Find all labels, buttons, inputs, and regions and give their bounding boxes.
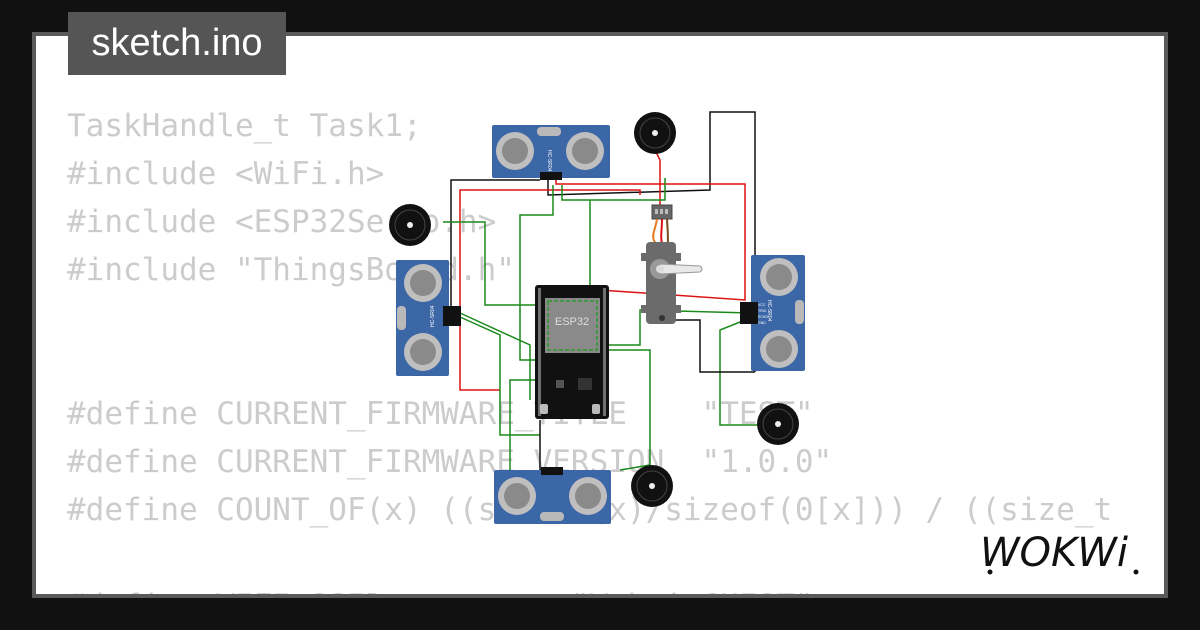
wire-green — [605, 349, 651, 471]
wire-black — [539, 420, 560, 471]
ultrasonic-sensor-right: HC-SR04 VCC TRIG ECHO GND — [740, 255, 805, 371]
code-line — [67, 534, 1112, 582]
logo-dot — [1133, 569, 1139, 575]
sensor-label: HC-SR04 — [430, 305, 436, 327]
wire-green — [459, 312, 531, 400]
pin-label-echo: ECHO — [758, 315, 768, 319]
code-line: #include <WiFi.h> — [67, 156, 385, 192]
code-line: TaskHandle_t Task1; — [67, 108, 422, 144]
circuit-diagram: HC-SR04 HC-SR04 HC-SR04 VCC TRIG ECHO GN… — [389, 111, 805, 524]
pin-label-gnd: GND — [758, 321, 766, 325]
sensor-label: HC-SR04 — [546, 150, 552, 172]
buzzer-bottom — [631, 465, 673, 507]
logo-dot — [987, 569, 993, 575]
buzzer-top — [634, 112, 676, 154]
ultrasonic-sensor-top: HC-SR04 — [492, 125, 610, 180]
ultrasonic-sensor-left: HC-SR04 — [396, 260, 461, 376]
sensor-label: HC-SR04 — [766, 300, 772, 322]
wire-red — [459, 320, 500, 391]
code-line: #define WIFI_SSID "Wokwi-GUEST" — [67, 582, 1112, 594]
wire-black — [648, 319, 755, 373]
wire-black — [547, 111, 756, 372]
buzzer-right — [757, 403, 799, 445]
servo-motor — [641, 204, 703, 324]
wire-green — [519, 185, 554, 361]
wire-green — [719, 317, 760, 426]
wire-green — [509, 379, 545, 470]
wire-green — [459, 316, 540, 436]
wire-red — [459, 189, 641, 311]
sketch-filename-tab[interactable]: sketch.ino — [68, 12, 286, 75]
pin-label-vcc: VCC — [758, 303, 766, 307]
wokwi-logo: WOKWi — [980, 530, 1139, 576]
buzzer-left — [389, 204, 431, 246]
wire-green — [443, 221, 535, 306]
pin-label-trig: TRIG — [758, 309, 767, 313]
ultrasonic-sensor-bottom — [494, 467, 611, 524]
esp32-label: ESP32 — [555, 316, 589, 328]
logo-text: WOKWi — [980, 530, 1128, 576]
code-line: #include "ThingsBoard.h" — [67, 252, 515, 288]
wire-green — [561, 178, 666, 201]
wire-green — [600, 309, 751, 346]
esp32-board: ESP32 — [535, 285, 609, 419]
wire-black — [450, 179, 540, 311]
wire-red — [654, 149, 661, 212]
